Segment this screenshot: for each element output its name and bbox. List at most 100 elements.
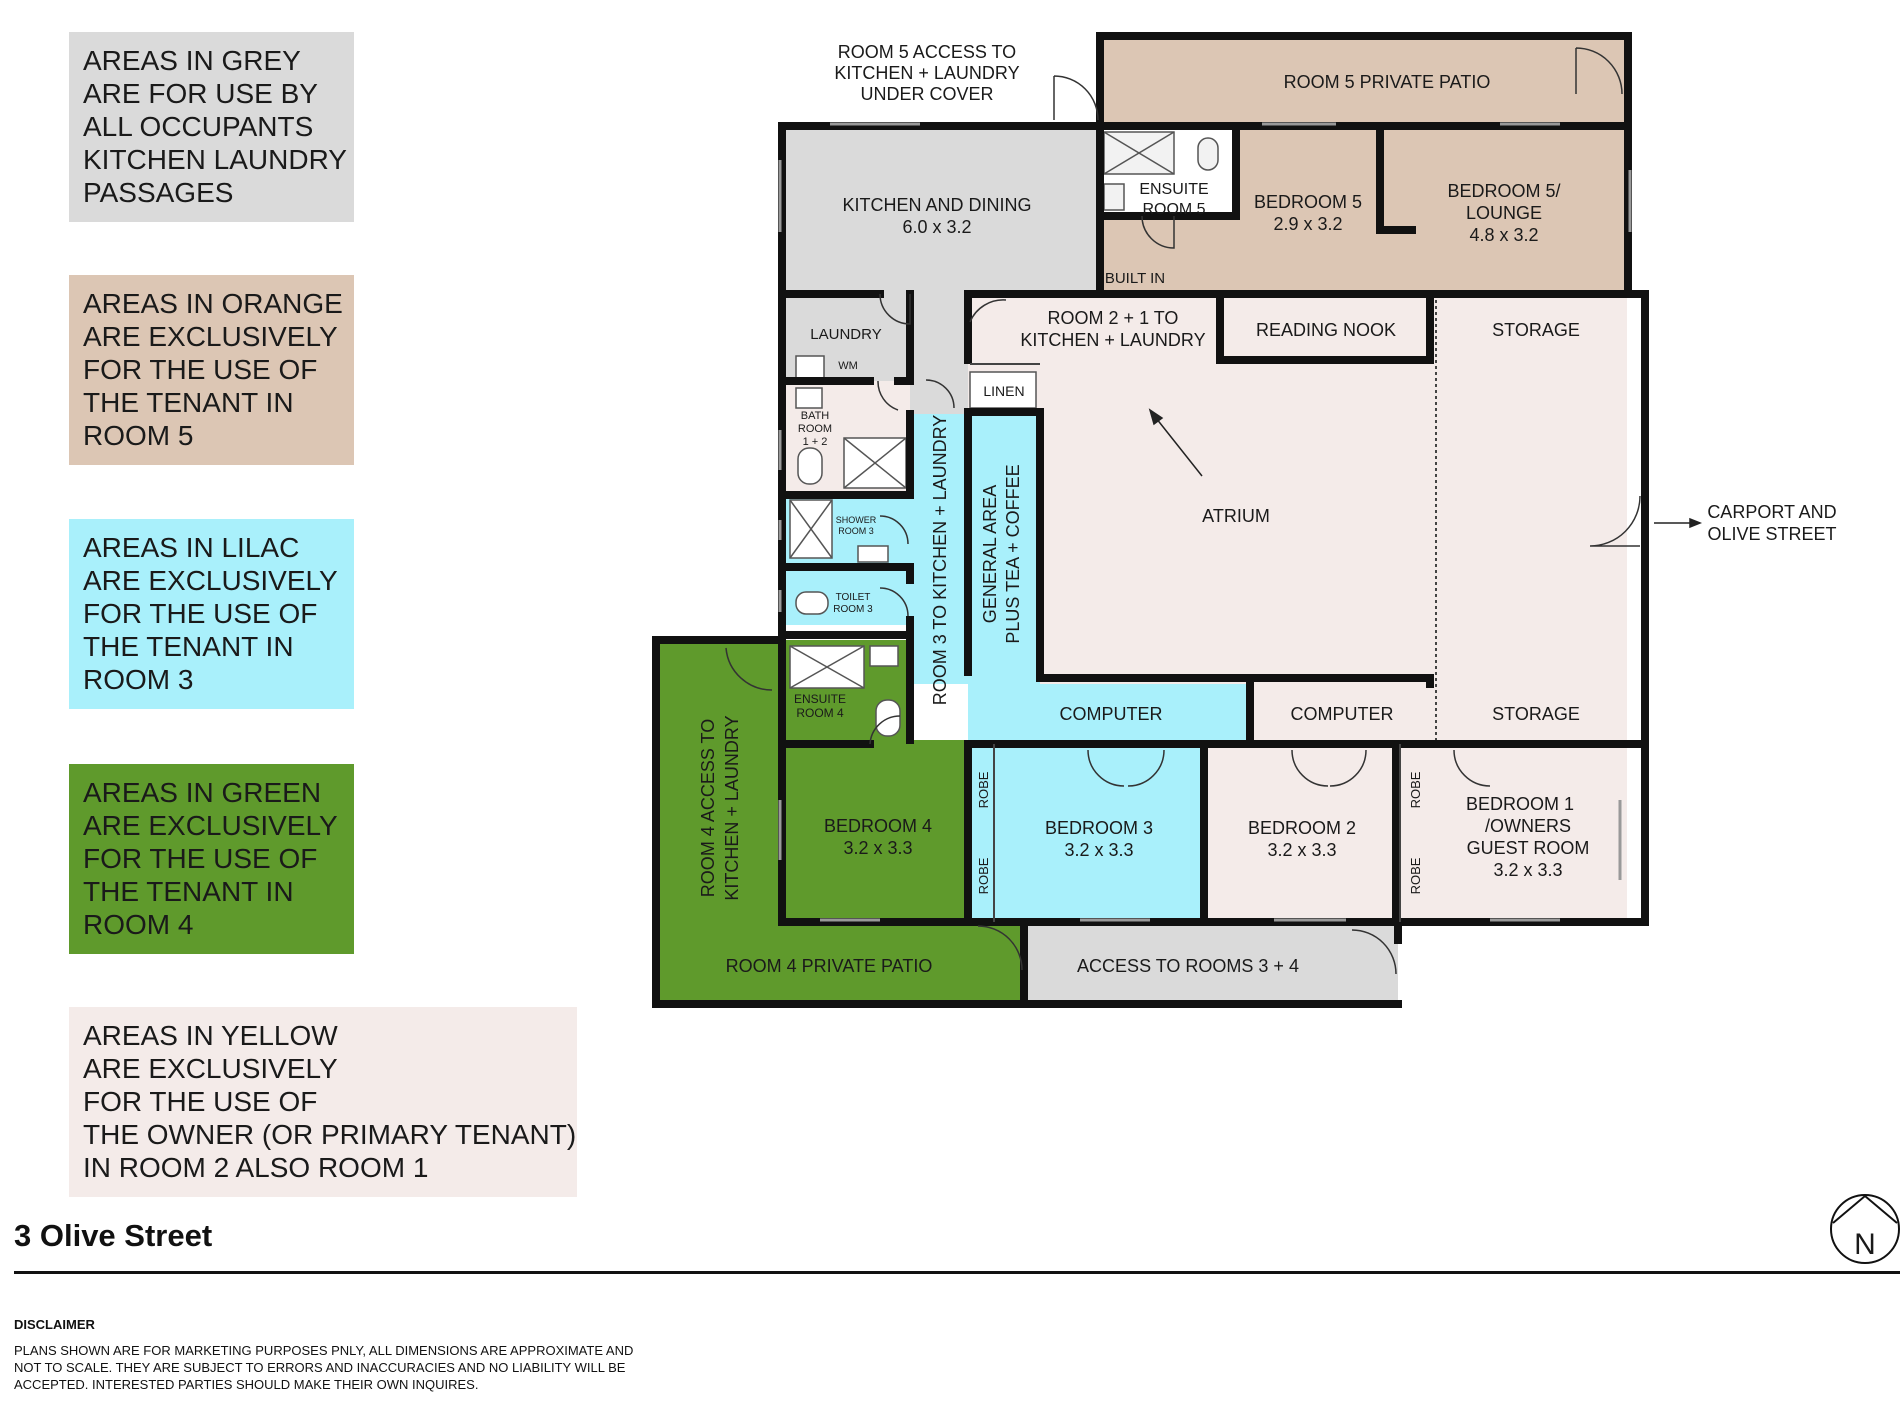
legend-line: FOR THE USE OF (83, 598, 318, 629)
room4-patio-label: ROOM 4 PRIVATE PATIO (726, 956, 933, 976)
carport-label: CARPORT AND (1707, 502, 1836, 522)
robe-label: ROBE (976, 857, 991, 894)
door-swing (725, 647, 773, 691)
door-swing (925, 379, 955, 409)
disclaimer-text: PLANS SHOWN ARE FOR MARKETING PURPOSES P… (14, 1342, 734, 1393)
legend-line: ARE FOR USE BY (83, 78, 318, 109)
green-bedroom4-area (782, 740, 968, 922)
legend-line: AREAS IN ORANGE (83, 288, 343, 319)
bathroom-label: 1 + 2 (803, 436, 828, 448)
legend-grey: AREAS IN GREY ARE FOR USE BY ALL OCCUPAN… (69, 32, 354, 222)
room5-access-label: ROOM 5 ACCESS TO (838, 42, 1016, 62)
legend-lilac: AREAS IN LILAC ARE EXCLUSIVELY FOR THE U… (69, 519, 354, 709)
bedroom1-label: /OWNERS (1485, 816, 1571, 836)
shower3-label: SHOWER (836, 515, 877, 525)
shower-fixture (789, 499, 833, 559)
room4-access-label: ROOM 4 ACCESS TO (698, 719, 718, 897)
legend-line: ARE EXCLUSIVELY (83, 1053, 338, 1084)
room21-access-label: KITCHEN + LAUNDRY (1020, 330, 1205, 350)
divider (14, 1271, 1900, 1274)
page-title: 3 Olive Street (14, 1218, 213, 1253)
green-patio-area (656, 922, 1024, 1004)
bedroom5-lounge-label: LOUNGE (1466, 203, 1542, 223)
windows (778, 122, 1632, 922)
linen-label: LINEN (983, 383, 1024, 399)
compass-label: N (1854, 1228, 1876, 1261)
toilet-fixture (1197, 137, 1219, 171)
legend-line: AREAS IN LILAC (83, 532, 300, 563)
ensuite5-label: ROOM 5 (1142, 201, 1205, 218)
legend-line: ARE EXCLUSIVELY (83, 321, 338, 352)
kitchen-label: KITCHEN AND DINING (842, 195, 1031, 215)
bedroom1-size: 3.2 x 3.3 (1493, 860, 1562, 880)
room3-access-label: ROOM 3 TO KITCHEN + LAUNDRY (930, 415, 950, 706)
legend-line: THE TENANT IN (83, 631, 294, 662)
legend-line: FOR THE USE OF (83, 354, 318, 385)
sink-fixture (795, 355, 825, 379)
doors (725, 47, 1641, 975)
legend-line: ARE EXCLUSIVELY (83, 565, 338, 596)
grey-passage-area (910, 294, 968, 414)
legend-orange: AREAS IN ORANGE ARE EXCLUSIVELY FOR THE … (69, 275, 354, 465)
door-swing (1453, 749, 1491, 787)
robe-label: ROBE (1408, 857, 1423, 894)
atrium-arrow-icon (1155, 417, 1203, 477)
legend-line: FOR THE USE OF (83, 843, 318, 874)
basin-fixture (1103, 183, 1125, 211)
legend-line: KITCHEN LAUNDRY (83, 144, 347, 175)
shower3-label: ROOM 3 (838, 526, 874, 536)
door-swing (977, 925, 1023, 971)
door-swing (1087, 749, 1165, 787)
lilac-computer-area (968, 684, 1252, 744)
built-in-label: BUILT IN (1105, 270, 1165, 287)
general-area-label: GENERAL AREA (980, 485, 1000, 623)
north-compass: N (1830, 1194, 1900, 1264)
carport-label: OLIVE STREET (1707, 524, 1836, 544)
bathroom-label: BATH (801, 410, 830, 422)
disclaimer-line: ACCEPTED. INTERESTED PARTIES SHOULD MAKE… (14, 1377, 479, 1392)
lilac-bedroom3-area (968, 744, 1204, 922)
room21-access-label: ROOM 2 + 1 TO (1048, 308, 1179, 328)
legend-line: FOR THE USE OF (83, 1086, 318, 1117)
room5-patio-label: ROOM 5 PRIVATE PATIO (1284, 72, 1491, 92)
basin-fixture (795, 387, 823, 409)
compass-arrow-icon (1832, 1194, 1898, 1224)
basin-fixture (857, 545, 889, 563)
legend-line: ARE EXCLUSIVELY (83, 810, 338, 841)
toilet3-label: TOILET (836, 592, 871, 603)
atrium-label: ATRIUM (1202, 506, 1270, 526)
bedroom1-label: BEDROOM 1 (1466, 794, 1574, 814)
door-swing (879, 515, 909, 545)
legend-line: AREAS IN YELLOW (83, 1020, 338, 1051)
legend-line: THE OWNER (OR PRIMARY TENANT) (83, 1119, 577, 1150)
robe-label: ROBE (976, 771, 991, 808)
grey-access34-area (1024, 922, 1398, 1004)
partitions (970, 300, 1437, 922)
toilet-fixture (797, 447, 823, 485)
door-swing (879, 293, 911, 325)
carport-arrow-icon (1689, 517, 1703, 529)
toilet3-label: ROOM 3 (833, 604, 873, 615)
legend-line: IN ROOM 2 ALSO ROOM 1 (83, 1152, 429, 1183)
door-swing (1575, 47, 1623, 95)
legend-line: THE TENANT IN (83, 876, 294, 907)
wm-label: WM (838, 360, 858, 372)
bedroom4-label: BEDROOM 4 (824, 816, 932, 836)
storage-top-label: STORAGE (1492, 320, 1580, 340)
walls (652, 32, 1649, 1008)
yellow-bedroom-area (1200, 684, 1627, 922)
legend-line: ROOM 4 (83, 909, 194, 940)
bedroom1-label: GUEST ROOM (1467, 838, 1590, 858)
shower-fixture (843, 437, 907, 489)
linen-cupboard (969, 371, 1037, 409)
door-swing (877, 380, 899, 411)
ensuite4-label: ROOM 4 (796, 706, 844, 720)
bedroom4-size: 3.2 x 3.3 (843, 838, 912, 858)
legend-line: ROOM 3 (83, 664, 194, 695)
room4-access-label: KITCHEN + LAUNDRY (722, 715, 742, 900)
shower-fixture (789, 645, 865, 689)
shower-fixture (1103, 131, 1175, 175)
bathroom-label: ROOM (798, 423, 832, 435)
access34-label: ACCESS TO ROOMS 3 + 4 (1077, 956, 1299, 976)
